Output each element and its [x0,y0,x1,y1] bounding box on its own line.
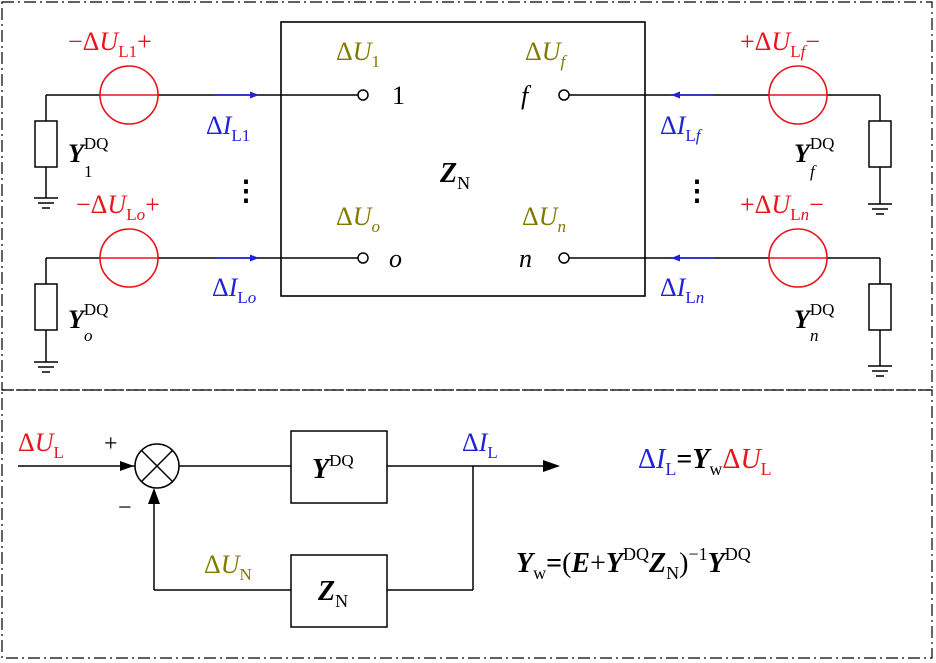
admittance-label-o: YDQ [68,300,108,334]
port-name-o: o [389,244,402,273]
summing-junction-icon [134,443,180,489]
voltage-source-icon [768,65,828,125]
input-voltage-label: ΔUL [18,428,64,462]
port-voltage-label-o: ΔUo [336,202,380,236]
current-label-lo: ΔILo [212,273,256,307]
admittance-sub-f: f [810,162,817,181]
ground-icon [34,197,58,209]
admittance-label-1: YDQ [68,134,108,168]
feedback-voltage-label: ΔUN [204,550,252,584]
zn-network-box [280,21,646,297]
port-terminals [357,89,570,264]
admittance-sub-n: n [810,326,819,345]
port-name-1: 1 [392,81,405,110]
source-voltage-label-lf: +ΔULf− [740,27,820,61]
voltage-source-icon [99,228,159,288]
ground-icon [34,361,58,373]
current-label-ln: ΔILn [660,273,704,307]
port-name-n: n [519,244,532,273]
source-voltage-label-l1: −ΔUL1+ [68,27,152,61]
admittance-label-n: YDQ [794,300,834,334]
feedback-arrow-head [148,488,160,504]
voltage-source-icon [768,228,828,288]
admittance-sub-1: 1 [84,162,93,181]
vertical-ellipsis: ⋮ [232,176,260,207]
summing-minus-sign: − [118,495,132,521]
zn-block-label: ZN [317,576,348,611]
port-voltage-label-f: ΔUf [525,37,568,71]
network-impedance-label: ZN [439,158,470,193]
output-current-label: ΔIL [462,428,498,462]
feedback-block-diagram [18,430,544,628]
admittance-label-f: YDQ [794,134,834,168]
bottom-panel-frame [1,389,933,659]
port-name-f: f [521,81,532,110]
input-arrow-head [120,461,134,471]
voltage-source-icon [99,65,159,125]
vertical-ellipsis: ⋮ [683,176,711,207]
current-label-l1: ΔIL1 [206,111,250,145]
current-label-lf: ΔILf [660,111,703,145]
admittance-sub-o: o [84,326,93,345]
right-bottom-branch [569,257,892,366]
source-voltage-label-lo: −ΔULo+ [76,190,160,224]
ydq-block-label: YDQ [312,451,354,485]
output-arrow-head [543,460,560,472]
port-voltage-label-n: ΔUn [522,202,566,236]
equation-yw: Yw=(E+YDQZN)−1YDQ [516,544,751,583]
ground-icon [868,203,892,215]
ground-icon [868,365,892,377]
source-voltage-label-ln: +ΔULn− [740,190,824,224]
summing-plus-sign: + [104,431,118,457]
equation-current: ΔIL=YwΔUL [638,444,772,479]
port-voltage-label-1: ΔU1 [336,37,380,71]
right-top-branch [569,94,892,204]
